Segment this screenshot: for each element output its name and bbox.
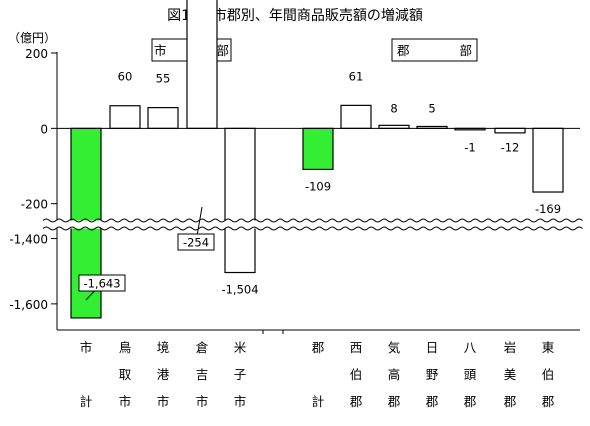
category-label-ketaka: 高 [388,367,401,382]
bar-kurayoshi [186,0,218,129]
category-label-kurayoshi: 吉 [196,367,209,382]
value-label-kurayoshi: -254 [183,236,209,250]
break-wave-lower [42,226,583,231]
category-label-yonago: 子 [234,367,247,382]
category-label-sakaiminato: 市 [157,394,170,409]
axis-break [42,218,586,231]
bar-sakaiminato [147,107,179,129]
category-label-iwami: 岩 [504,340,517,355]
category-label-tottori: 取 [119,367,132,382]
value-label-hino: 5 [428,101,435,115]
category-label-shikei: 市 [80,340,93,355]
category-label-hino: 野 [426,367,439,382]
value-label-saihaku: 61 [349,69,364,83]
category-label-saihaku: 西 [350,340,363,355]
category-label-saihaku: 郡 [350,394,363,409]
category-label-tohaku: 東 [542,340,555,355]
bar-yonago [224,127,256,274]
y-tick-label: -1,600 [9,298,48,312]
category-label-gunkei: 郡 [312,340,325,355]
chart-title: 図18 市郡別、年間商品販売額の増減額 [167,7,423,24]
axes: 200 0 -200 -1,400 -1,600 [9,47,580,334]
value-label-ketaka: 8 [390,101,397,115]
bars [70,0,564,319]
bar-gunkei [302,127,334,171]
category-label-ketaka: 郡 [388,394,401,409]
value-label-sakaiminato: 55 [156,72,171,86]
bar-iwami [494,127,526,134]
category-label-yonago: 市 [234,394,247,409]
bar-saihaku [340,104,372,129]
category-label-shikei: 計 [80,394,93,409]
break-band [43,220,586,229]
value-label-tottori: 60 [118,70,133,84]
category-label-yazu: 郡 [464,394,477,409]
value-label-gunkei: -109 [305,179,331,193]
category-label-kurayoshi: 市 [196,394,209,409]
category-label-iwami: 郡 [504,394,517,409]
category-label-yazu: 頭 [464,367,477,382]
y-tick-label: -1,400 [9,233,48,247]
value-callout-box [78,274,126,292]
value-label-iwami: -12 [501,140,520,154]
break-wave-upper [42,218,583,223]
category-label-tottori: 鳥 [119,340,132,355]
value-labels: -1,643 60 55 -254 -1,504 -109 61 8 5 -1 -12 -169 [78,69,561,301]
bar-tottori [109,105,141,129]
category-label-tohaku: 伯 [542,367,555,382]
category-label-sakaiminato: 境 [157,340,170,355]
y-tick-label: 0 [40,122,48,136]
category-label-kurayoshi: 倉 [196,340,209,355]
group-label-county: 郡 部 [397,43,472,58]
value-label-yonago: -1,504 [221,283,258,297]
category-label-yazu: 八 [464,340,477,355]
y-tick-label: 200 [25,47,48,61]
category-label-hino: 郡 [426,394,439,409]
category-label-gunkei: 計 [312,394,325,409]
value-label-yazu: -1 [464,140,475,154]
group-box-county [391,38,478,62]
category-label-hino: 日 [426,340,439,355]
y-tick-label: -200 [21,198,48,212]
category-label-tohaku: 郡 [542,394,555,409]
category-label-iwami: 美 [504,367,517,382]
value-callout-box [177,233,215,251]
y-axis-unit-label: （億円） [8,31,56,45]
bar-tohaku [532,127,564,193]
category-label-sakaiminato: 港 [157,367,170,382]
category-label-tottori: 市 [119,394,132,409]
category-label-ketaka: 気 [388,340,401,355]
category-label-yonago: 米 [234,340,247,355]
value-label-tohaku: -169 [535,202,561,216]
value-label-shikei: -1,643 [83,277,120,291]
category-label-saihaku: 伯 [350,367,363,382]
